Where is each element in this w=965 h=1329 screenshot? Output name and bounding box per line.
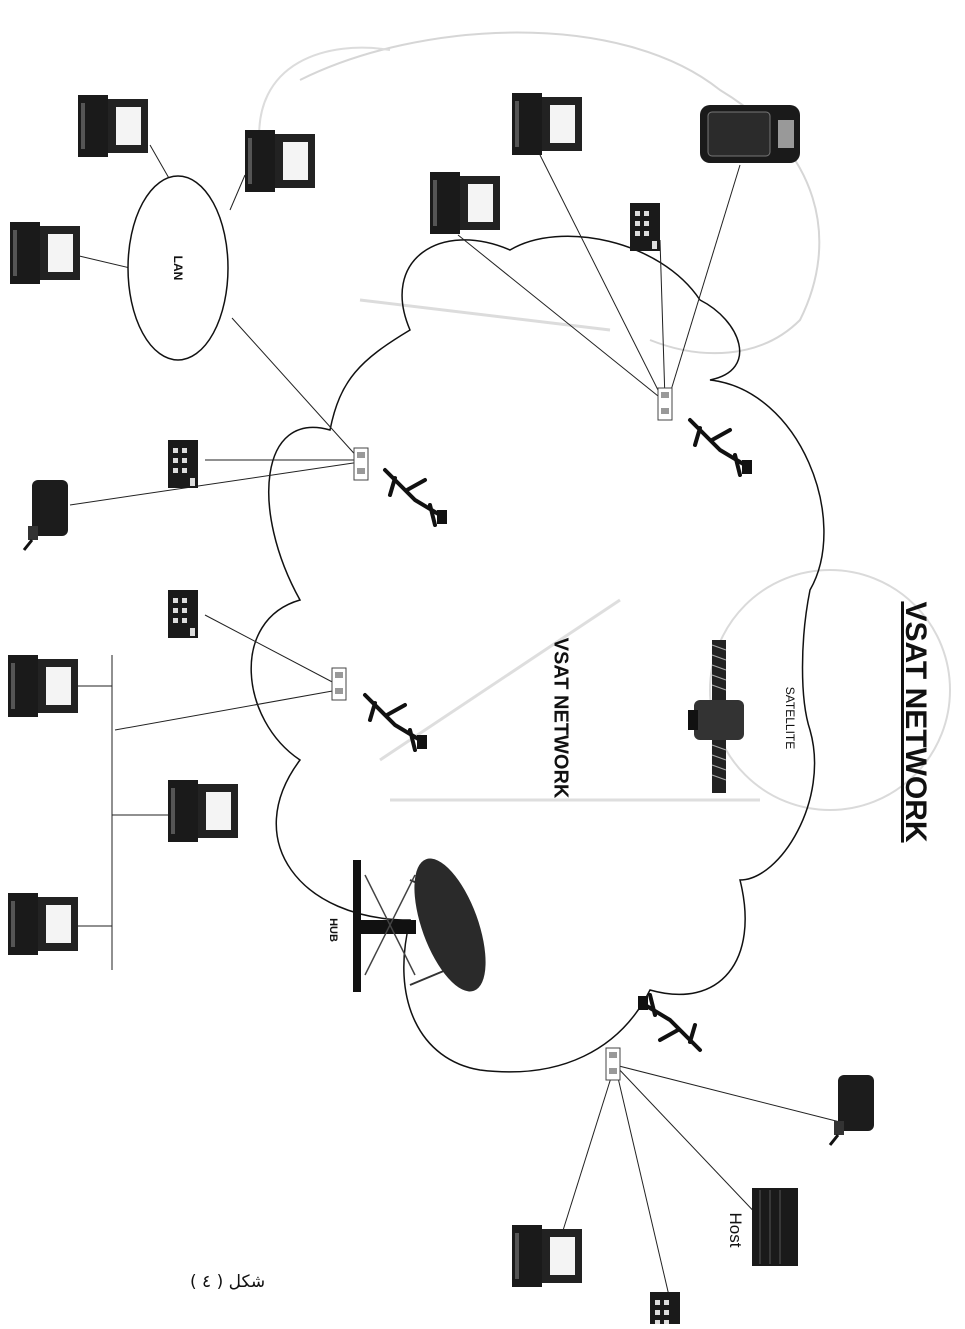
- host-terminal-icon: [752, 1188, 798, 1266]
- atm-machine-icon: [700, 105, 800, 163]
- computer-icon: [10, 222, 80, 284]
- telephone-icon: [630, 203, 660, 251]
- modem-icon: [605, 1047, 621, 1081]
- lan-label: LAN: [171, 255, 185, 281]
- modem-icon: [353, 447, 369, 481]
- vsat-antenna-icon: [636, 993, 702, 1052]
- hub-label: HUB: [327, 918, 339, 942]
- telephone-icon: [168, 590, 198, 638]
- faint-link: [379, 598, 621, 762]
- connection-lines: [69, 144, 841, 1301]
- computer-icon: [512, 1225, 582, 1287]
- vsat-antenna-icon: [383, 468, 449, 527]
- figure-caption: شكل ( ٤ ): [190, 1272, 266, 1292]
- hub-dish-icon: [353, 858, 486, 992]
- telephone-icon: [650, 1292, 680, 1329]
- modem-icon: [657, 387, 673, 421]
- fax-icon: [828, 1073, 876, 1147]
- satellite-label: SATELLITE: [783, 686, 797, 750]
- computer-icon: [512, 93, 582, 155]
- faint-circle: [709, 569, 951, 811]
- telephone-icon: [168, 440, 198, 488]
- diagram-title: VSAT NETWORK: [899, 601, 932, 843]
- faint-cloud: [299, 31, 821, 355]
- faint-cloud-edge: [258, 46, 391, 151]
- network-label: VSAT NETWORK: [549, 637, 572, 799]
- modem-icon: [331, 667, 347, 701]
- fax-icon: [22, 478, 70, 552]
- lan-ellipse: [127, 175, 229, 361]
- faint-link: [359, 298, 611, 332]
- computer-icon: [78, 95, 148, 157]
- computer-icon: [430, 172, 500, 234]
- computer-icon: [8, 655, 78, 717]
- vsat-antenna-icon: [688, 418, 754, 477]
- computer-icon: [245, 130, 315, 192]
- host-label: Host: [726, 1212, 745, 1248]
- computer-icon: [168, 780, 238, 842]
- vsat-network-cloud: [250, 235, 825, 1073]
- computer-icon: [8, 893, 78, 955]
- satellite-icon: [688, 640, 744, 793]
- vsat-antenna-icon: [363, 693, 429, 752]
